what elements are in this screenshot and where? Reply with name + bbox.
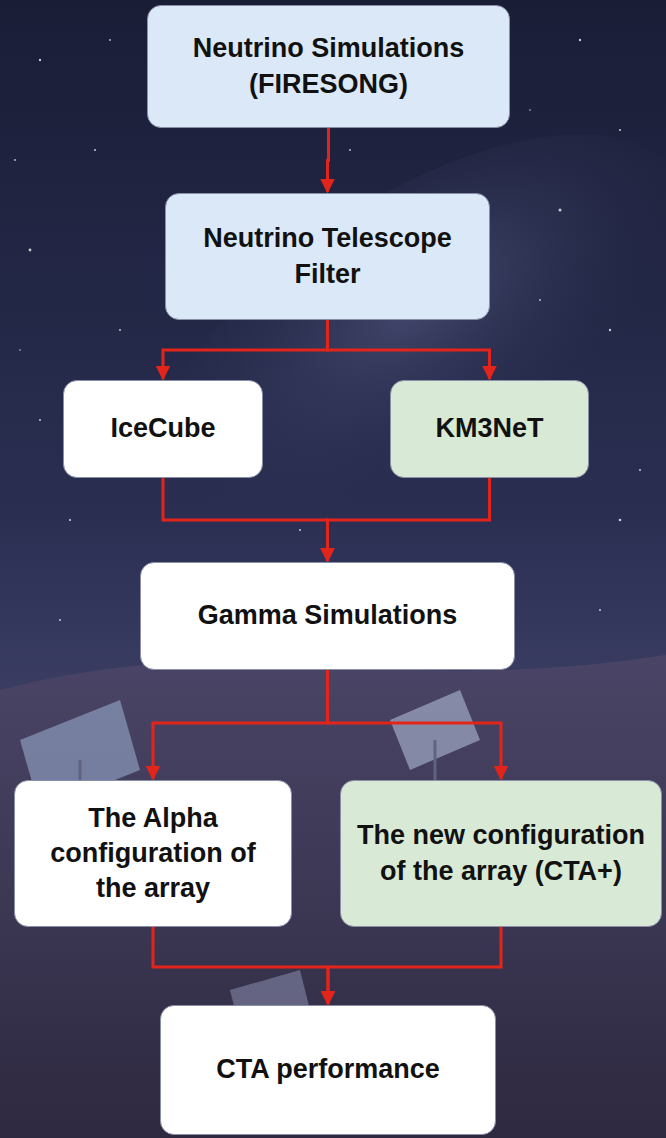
flow-arrow <box>328 478 490 561</box>
process-box: Gamma Simulations <box>140 562 515 670</box>
flow-arrow <box>153 670 328 779</box>
array-config-box: The Alpha configuration of the array <box>14 780 292 927</box>
process-box: Neutrino Telescope Filter <box>165 193 490 320</box>
box-label: KM3NeT <box>435 411 543 446</box>
flow-arrow <box>163 478 328 561</box>
box-label: Neutrino Telescope Filter <box>178 221 477 291</box>
result-box: CTA performance <box>160 1005 496 1135</box>
process-box: Neutrino Simulations (FIRESONG) <box>147 5 510 128</box>
flow-arrow <box>328 927 501 1004</box>
array-config-box: The new configuration of the array (CTA+… <box>340 780 662 927</box>
box-label: IceCube <box>110 411 215 446</box>
flow-arrow <box>328 320 490 379</box>
flow-arrow <box>153 927 328 1004</box>
box-label: Gamma Simulations <box>198 598 458 633</box>
box-label: Neutrino Simulations (FIRESONG) <box>160 31 497 101</box>
detector-box: IceCube <box>63 380 263 478</box>
box-label: CTA performance <box>216 1052 440 1087</box>
detector-box: KM3NeT <box>390 380 589 478</box>
box-label: The Alpha configuration of the array <box>27 801 279 906</box>
flow-arrow <box>163 320 328 379</box>
flow-arrow <box>328 670 502 779</box>
flow-arrow <box>328 128 329 192</box>
box-label: The new configuration of the array (CTA+… <box>353 818 649 888</box>
